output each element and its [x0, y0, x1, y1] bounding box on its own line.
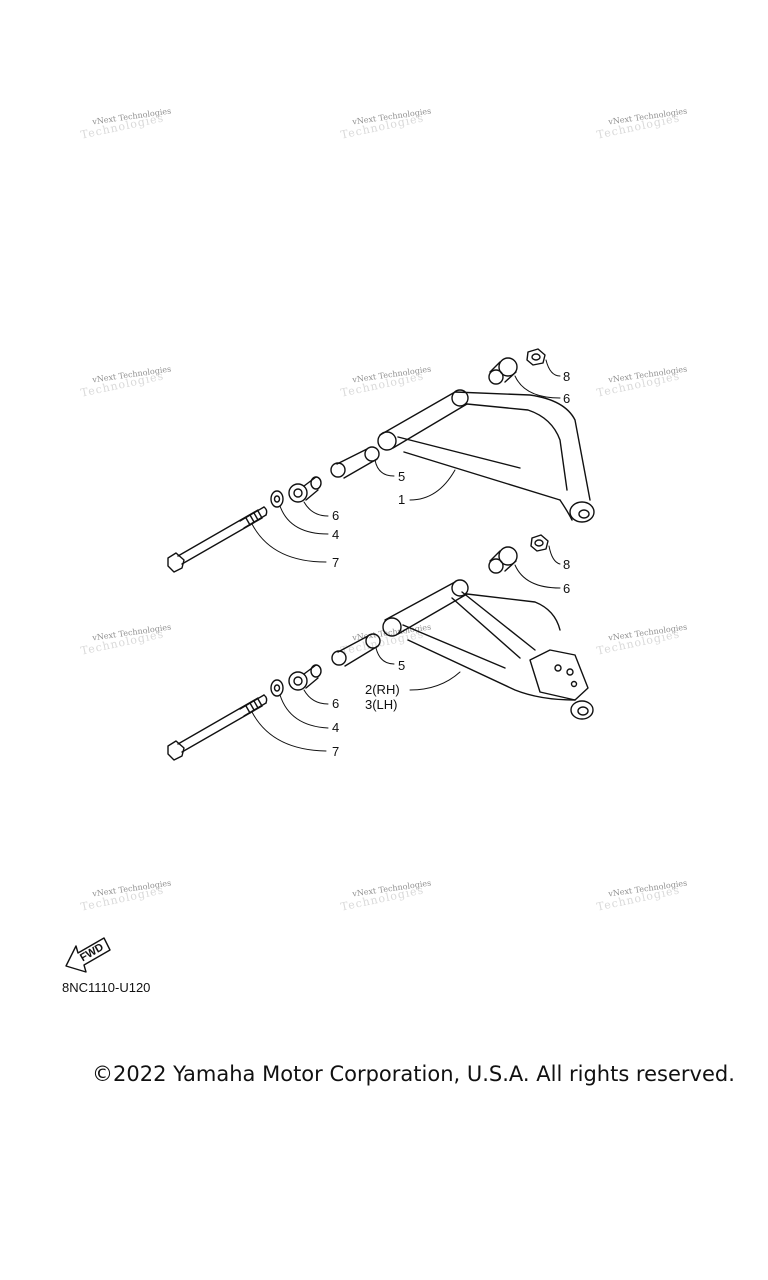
- callout-6: 6: [332, 508, 339, 523]
- fwd-arrow-icon: FWD: [65, 937, 111, 973]
- bolt-part: [167, 506, 268, 573]
- lower-arm-part: [382, 579, 594, 720]
- callout-8: 8: [563, 369, 570, 384]
- callout-3-lh: 3(LH): [365, 697, 398, 712]
- bushing-part: [488, 546, 518, 574]
- bolt-part: [167, 694, 268, 761]
- callout-2-rh: 2(RH): [365, 682, 400, 697]
- callout-6: 6: [332, 696, 339, 711]
- leader-lines: [251, 545, 561, 752]
- callout-1: 1: [398, 492, 405, 507]
- callout-4: 4: [332, 720, 339, 735]
- callout-5: 5: [398, 469, 405, 484]
- callout-5: 5: [398, 658, 405, 673]
- bushing-part: [288, 664, 322, 691]
- lower-arm-assembly: [167, 534, 594, 761]
- upper-arm-part: [377, 389, 595, 523]
- bushing-part: [288, 476, 322, 503]
- collar-part: [330, 446, 380, 479]
- leader-lines: [251, 359, 561, 563]
- callout-6: 6: [563, 391, 570, 406]
- collar-part: [331, 633, 381, 667]
- callout-7: 7: [332, 555, 339, 570]
- washer-part: [270, 679, 284, 697]
- callout-8: 8: [563, 557, 570, 572]
- copyright-notice: ©2022 Yamaha Motor Corporation, U.S.A. A…: [92, 1062, 735, 1086]
- washer-part: [270, 490, 284, 508]
- callout-6: 6: [563, 581, 570, 596]
- upper-arm-assembly: [167, 348, 595, 573]
- nut-part: [526, 348, 546, 366]
- diagram-code: 8NC1110-U120: [62, 980, 151, 995]
- bushing-part: [488, 357, 518, 385]
- callout-4: 4: [332, 527, 339, 542]
- nut-part: [530, 534, 549, 552]
- callout-7: 7: [332, 744, 339, 759]
